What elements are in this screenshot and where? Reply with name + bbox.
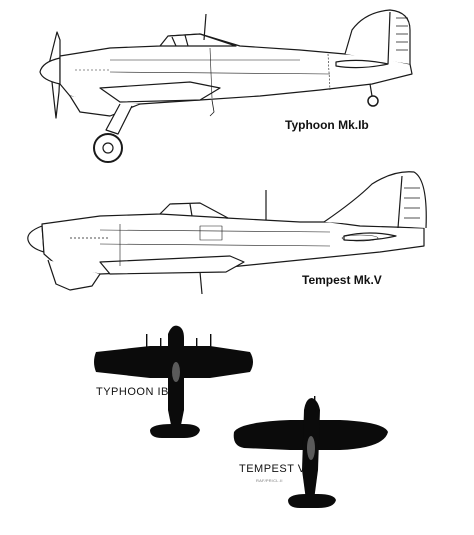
typhoon-side-caption: Typhoon Mk.Ib bbox=[285, 118, 369, 132]
typhoon-plan-caption: TYPHOON IB bbox=[96, 386, 169, 398]
typhoon-canopy bbox=[159, 33, 237, 47]
tempest-chin-radiator bbox=[47, 259, 101, 291]
tempest-side-caption: Tempest Mk.V bbox=[302, 273, 382, 287]
tempest-wing bbox=[99, 255, 245, 275]
plan-credit-caption: RAF/PR/CL.II bbox=[256, 478, 283, 483]
typhoon-plan-tailplane bbox=[150, 424, 200, 438]
tempest-spinner bbox=[27, 225, 45, 253]
typhoon-spinner bbox=[39, 57, 61, 85]
typhoon-main-gear bbox=[105, 103, 133, 135]
plan-silhouettes bbox=[94, 325, 388, 508]
tempest-side-profile bbox=[27, 171, 427, 295]
typhoon-fin bbox=[344, 9, 411, 64]
typhoon-tailplane bbox=[335, 59, 389, 69]
typhoon-tail-wheel bbox=[367, 95, 379, 107]
tempest-canopy bbox=[159, 202, 229, 219]
tempest-plan-caption: TEMPEST V bbox=[239, 463, 306, 475]
typhoon-side-profile bbox=[39, 9, 413, 163]
tempest-plan-tailplane bbox=[288, 494, 336, 508]
typhoon-wing bbox=[99, 81, 221, 103]
typhoon-antenna bbox=[203, 13, 207, 41]
tempest-fin bbox=[323, 171, 427, 229]
typhoon-main-wheel bbox=[93, 133, 123, 163]
tempest-plan-silhouette bbox=[233, 396, 388, 508]
typhoon-plan-silhouette bbox=[94, 325, 253, 438]
